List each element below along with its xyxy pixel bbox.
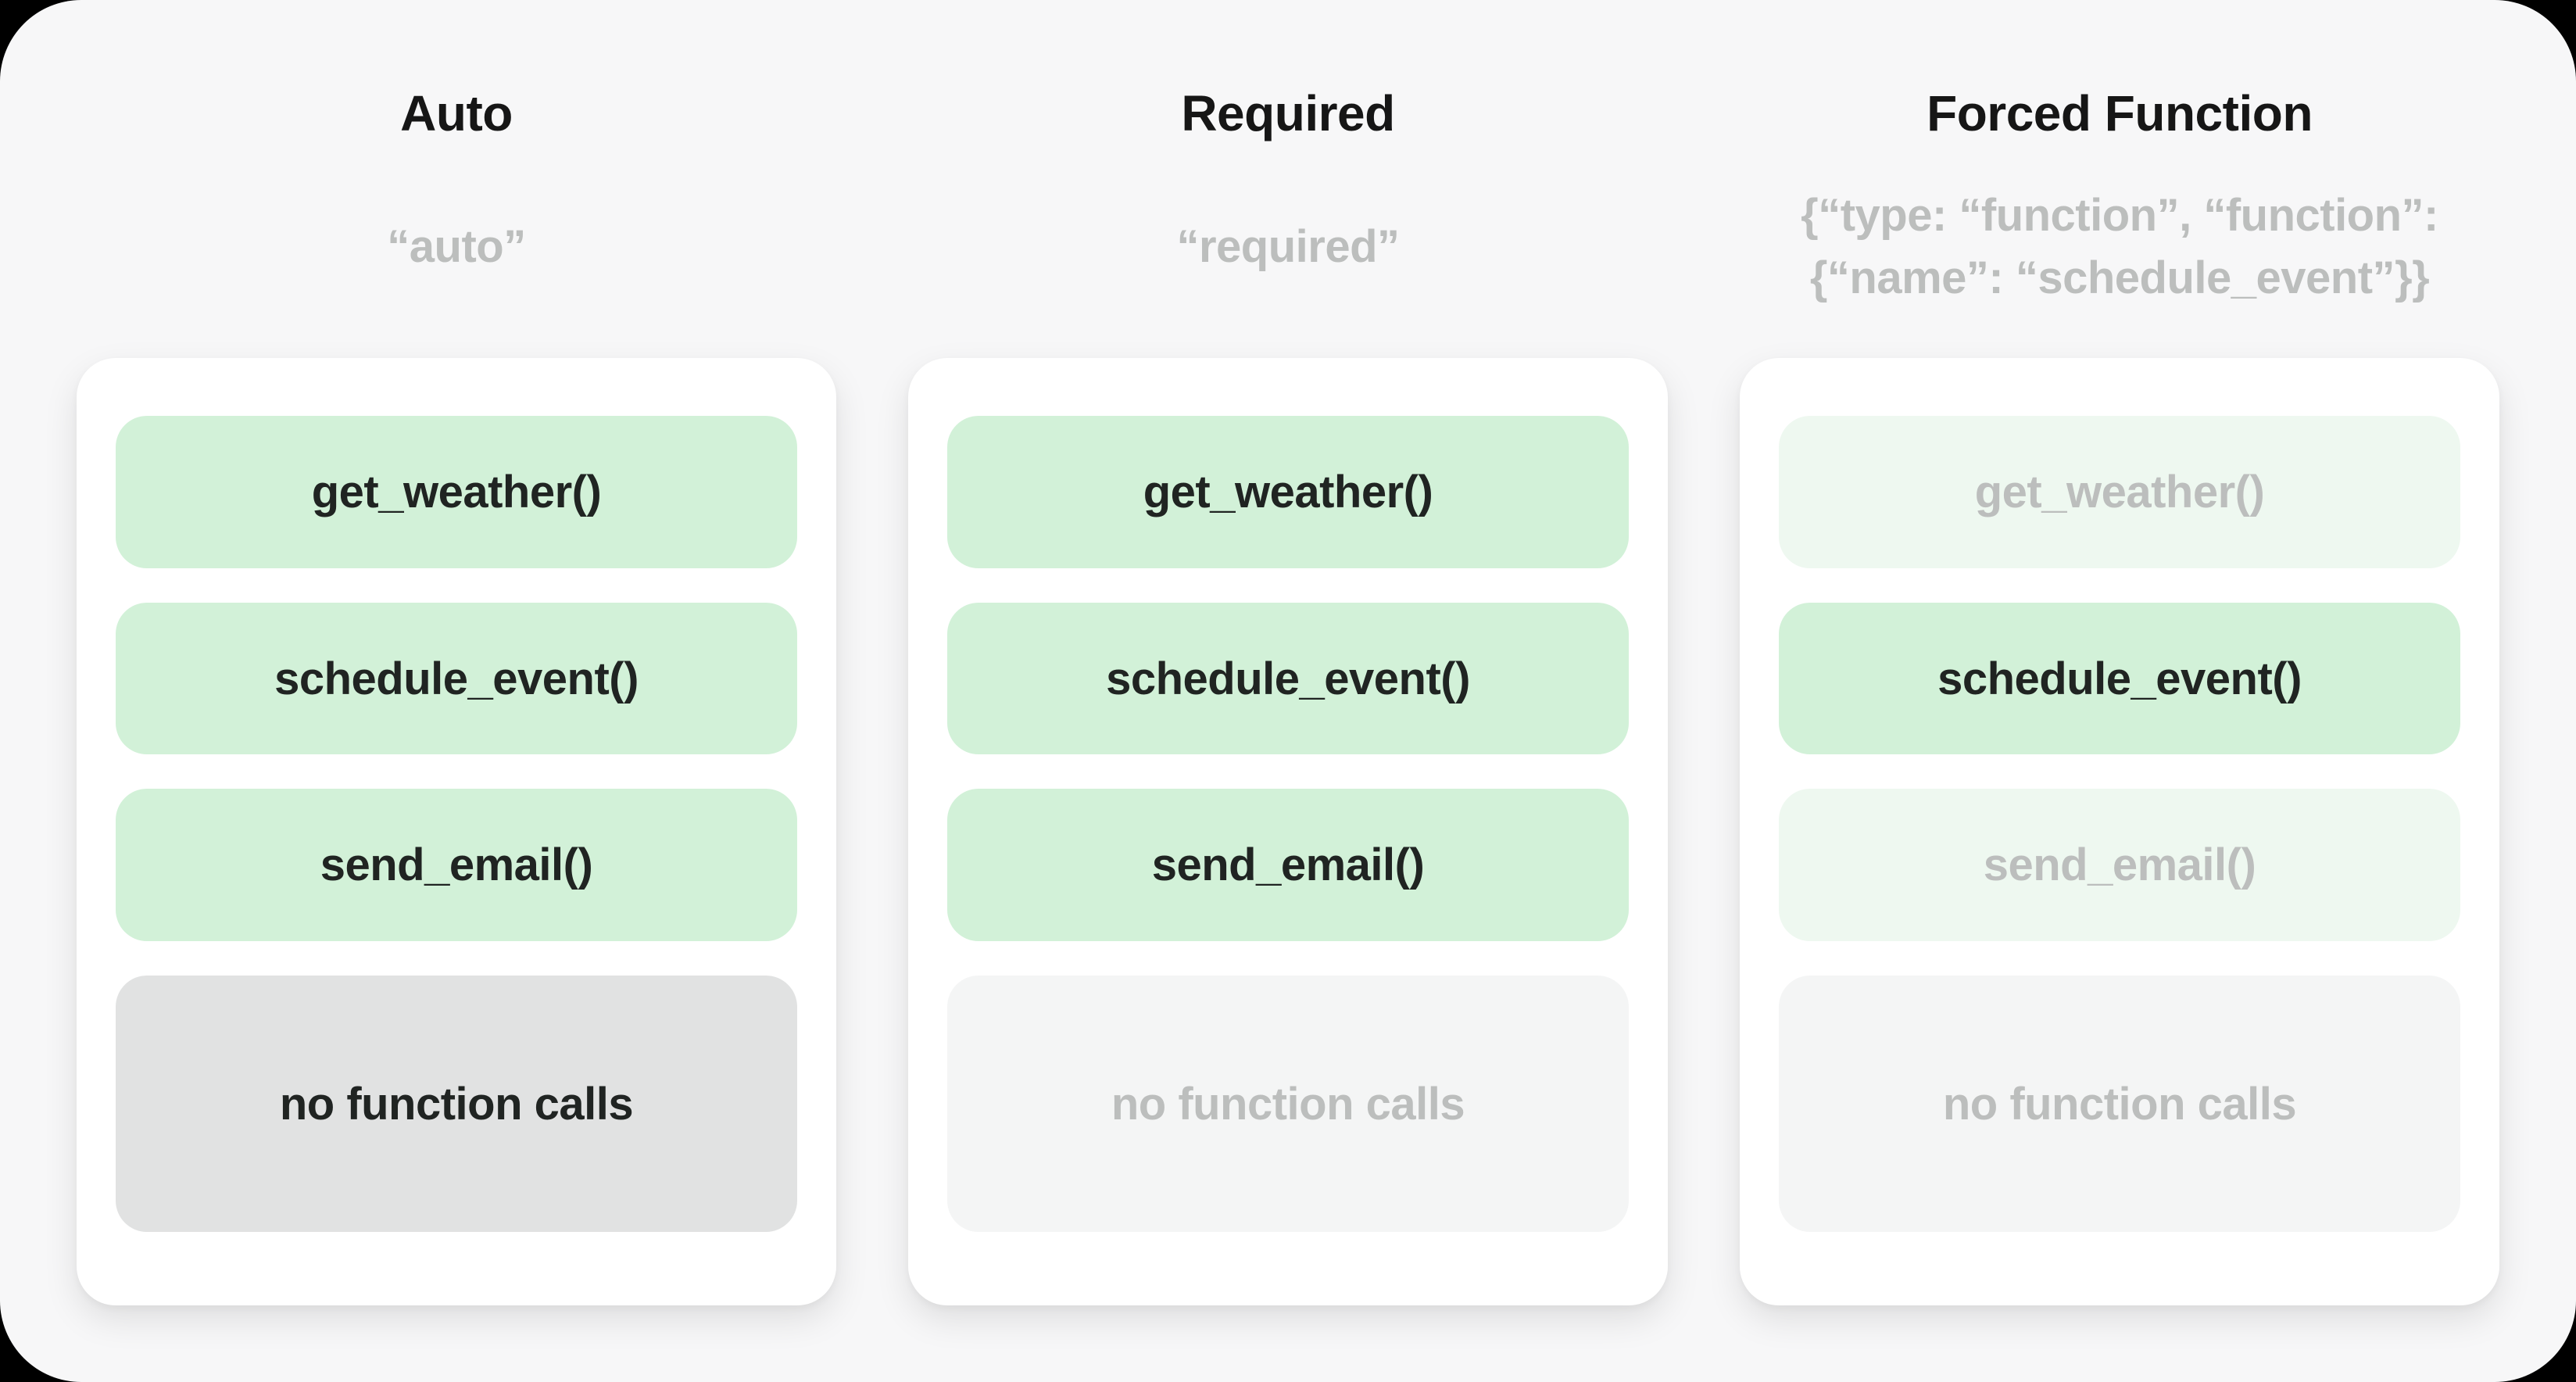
pill-get-weather: get_weather(): [116, 416, 797, 568]
card-forced-function: get_weather() schedule_event() send_emai…: [1740, 358, 2499, 1305]
column-subtitle: “auto”: [77, 156, 836, 338]
column-forced-function: Forced Function {“type: “function”, “fun…: [1740, 0, 2499, 1382]
pill-no-function-calls: no function calls: [1779, 976, 2460, 1232]
subtitle-line: {“type: “function”, “function”:: [1801, 190, 2438, 241]
pill-schedule-event: schedule_event(): [1779, 602, 2460, 755]
subtitle-line: “auto”: [387, 221, 526, 272]
column-auto: Auto “auto” get_weather() schedule_event…: [77, 0, 836, 1382]
pill-schedule-event: schedule_event(): [947, 602, 1629, 755]
column-subtitle: {“type: “function”, “function”: {“name”:…: [1740, 156, 2499, 338]
card-auto: get_weather() schedule_event() send_emai…: [77, 358, 836, 1305]
column-subtitle: “required”: [908, 156, 1668, 338]
pill-get-weather: get_weather(): [947, 416, 1629, 568]
card-required: get_weather() schedule_event() send_emai…: [908, 358, 1668, 1305]
pill-no-function-calls: no function calls: [116, 976, 797, 1232]
pill-send-email: send_email(): [947, 789, 1629, 942]
pill-send-email: send_email(): [1779, 789, 2460, 942]
column-required: Required “required” get_weather() schedu…: [908, 0, 1668, 1382]
pill-schedule-event: schedule_event(): [116, 602, 797, 755]
subtitle-line: “required”: [1176, 221, 1400, 272]
column-title: Forced Function: [1927, 85, 2313, 141]
column-title: Required: [1181, 85, 1395, 141]
pill-get-weather: get_weather(): [1779, 416, 2460, 568]
pill-no-function-calls: no function calls: [947, 976, 1629, 1232]
subtitle-line: {“name”: “schedule_event”}}: [1809, 252, 2430, 303]
column-title: Auto: [400, 85, 513, 141]
pill-send-email: send_email(): [116, 789, 797, 942]
